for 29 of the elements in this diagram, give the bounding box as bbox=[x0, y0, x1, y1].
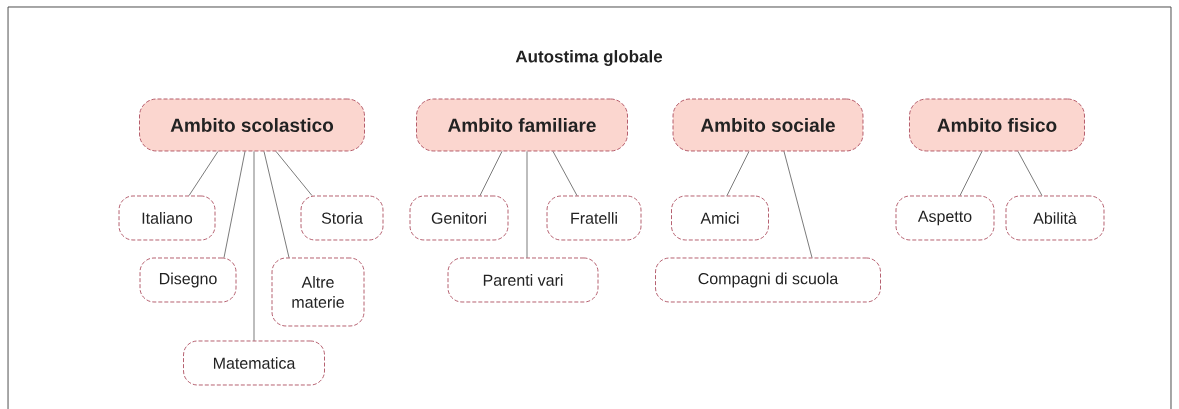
title: Autostima globale bbox=[515, 50, 663, 66]
connector-line bbox=[959, 151, 983, 196]
connector-line bbox=[1017, 151, 1043, 196]
category-box: Ambito familiare bbox=[416, 98, 628, 152]
connector-line bbox=[275, 151, 313, 196]
connector-line bbox=[526, 151, 528, 258]
connector-line bbox=[479, 151, 503, 196]
item-box: Matematica bbox=[183, 340, 325, 386]
item-box: Genitori bbox=[409, 195, 509, 241]
item-box: Compagni di scuola bbox=[655, 257, 881, 303]
item-box: Abilità bbox=[1005, 195, 1105, 241]
connector-line bbox=[783, 151, 813, 258]
item-box: Aspetto bbox=[895, 195, 995, 241]
category-box: Ambito sociale bbox=[672, 98, 864, 152]
item-box: Amici bbox=[671, 195, 769, 241]
connector-line bbox=[188, 151, 219, 196]
item-box: Altre materie bbox=[271, 257, 365, 327]
item-box: Disegno bbox=[139, 257, 237, 303]
item-box: Italiano bbox=[118, 195, 216, 241]
item-box: Fratelli bbox=[546, 195, 642, 241]
connector-line bbox=[253, 151, 255, 341]
connector-line bbox=[263, 151, 290, 258]
connector-line bbox=[552, 151, 578, 196]
connector-line bbox=[726, 151, 750, 196]
item-box: Parenti vari bbox=[447, 257, 599, 303]
category-box: Ambito fisico bbox=[909, 98, 1085, 152]
connector-line bbox=[223, 151, 246, 258]
category-box: Ambito scolastico bbox=[139, 98, 365, 152]
item-box: Storia bbox=[300, 195, 384, 241]
